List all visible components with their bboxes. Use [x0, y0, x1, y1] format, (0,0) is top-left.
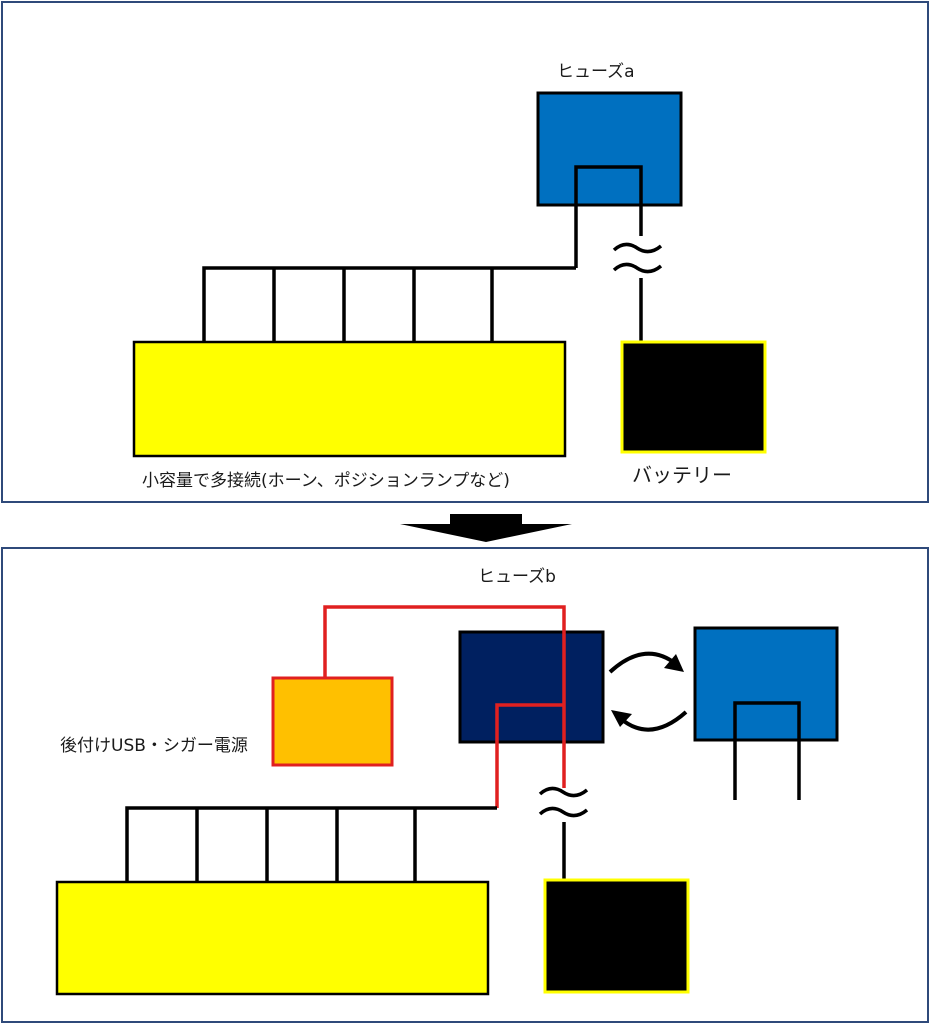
battery-bottom: [543, 878, 690, 994]
fuse-a-label: ヒューズa: [557, 62, 635, 82]
swap-arrow-upper: [608, 651, 678, 674]
load-bus-top: [202, 266, 576, 342]
fuse-a-replacement: [693, 626, 839, 742]
accessory-label: 後付けUSB・シガー電源: [60, 736, 248, 756]
fuse-b-label: ヒューズb: [478, 567, 556, 587]
accessory-block: [271, 676, 394, 767]
wire-break-symbol-bottom: [538, 786, 589, 818]
battery-top: [620, 340, 767, 454]
load-bus-bottom: [125, 806, 497, 882]
swap-arrow-lower-head: [611, 710, 632, 727]
fuse-a-pins: [574, 165, 643, 268]
swap-arrow-lower: [618, 710, 688, 732]
battery-label: バッテリー: [632, 463, 732, 487]
swap-arrow-upper-head: [664, 654, 684, 672]
load-block-bottom: [55, 880, 490, 996]
load-block-top: [132, 340, 567, 458]
transition-arrow: [400, 514, 572, 542]
wire-break-symbol-top: [612, 242, 663, 274]
fuse-a-block: [536, 91, 683, 207]
fuse-a-replacement-pins: [733, 701, 801, 800]
added-wire-load: [495, 703, 564, 808]
added-wire-accessory: [323, 605, 566, 788]
fuse-b-block: [458, 630, 605, 744]
load-label-top: 小容量で多接続(ホーン、ポジションランプなど): [142, 471, 510, 491]
